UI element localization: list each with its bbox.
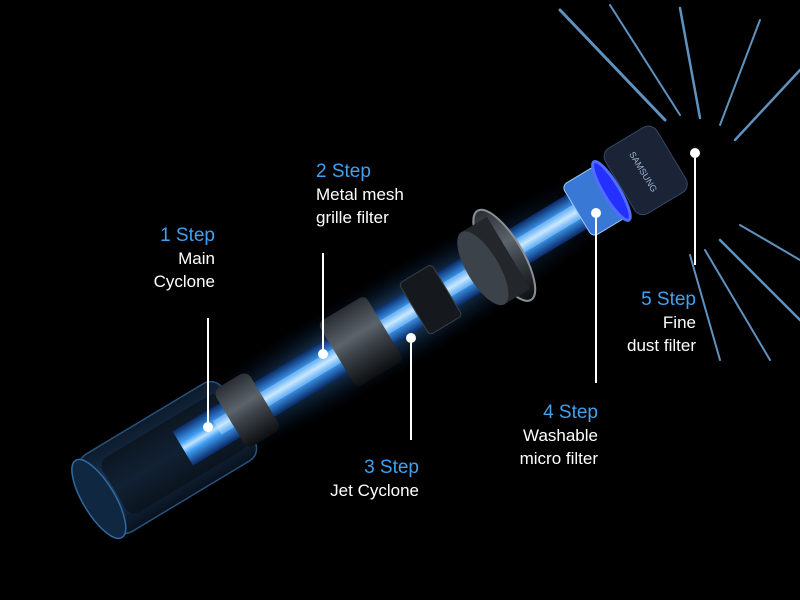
step-4-label: 4 Step Washable micro filter [520, 401, 598, 470]
step-2-desc-line2: grille filter [316, 208, 389, 227]
step-4-desc-line1: Washable [523, 426, 598, 445]
step-2-desc-line1: Metal mesh [316, 185, 404, 204]
step-4-desc-line2: micro filter [519, 449, 598, 468]
vacuum-body: SAMSUNG [71, 125, 688, 540]
step-1-label: 1 Step Main Cyclone [154, 224, 215, 293]
step-4-title: 4 Step [543, 402, 598, 423]
leader-lines [203, 148, 700, 440]
step-5-label: 5 Step Fine dust filter [627, 288, 696, 357]
step-5-desc-line2: dust filter [627, 336, 696, 355]
step-1-desc-line2: Cyclone [153, 272, 215, 291]
step-1-title: 1 Step [160, 225, 215, 246]
step-2-label: 2 Step Metal mesh grille filter [316, 160, 404, 229]
exhaust-streaks [558, 4, 800, 361]
step-1-desc-line1: Main [178, 249, 215, 268]
step-3-title: 3 Step [364, 457, 419, 478]
step-5-desc-line1: Fine [662, 313, 696, 332]
step-2-title: 2 Step [316, 161, 371, 182]
step-3-label: 3 Step Jet Cyclone [330, 456, 419, 502]
step-3-desc-line1: Jet Cyclone [330, 481, 419, 500]
step-5-title: 5 Step [641, 289, 696, 310]
